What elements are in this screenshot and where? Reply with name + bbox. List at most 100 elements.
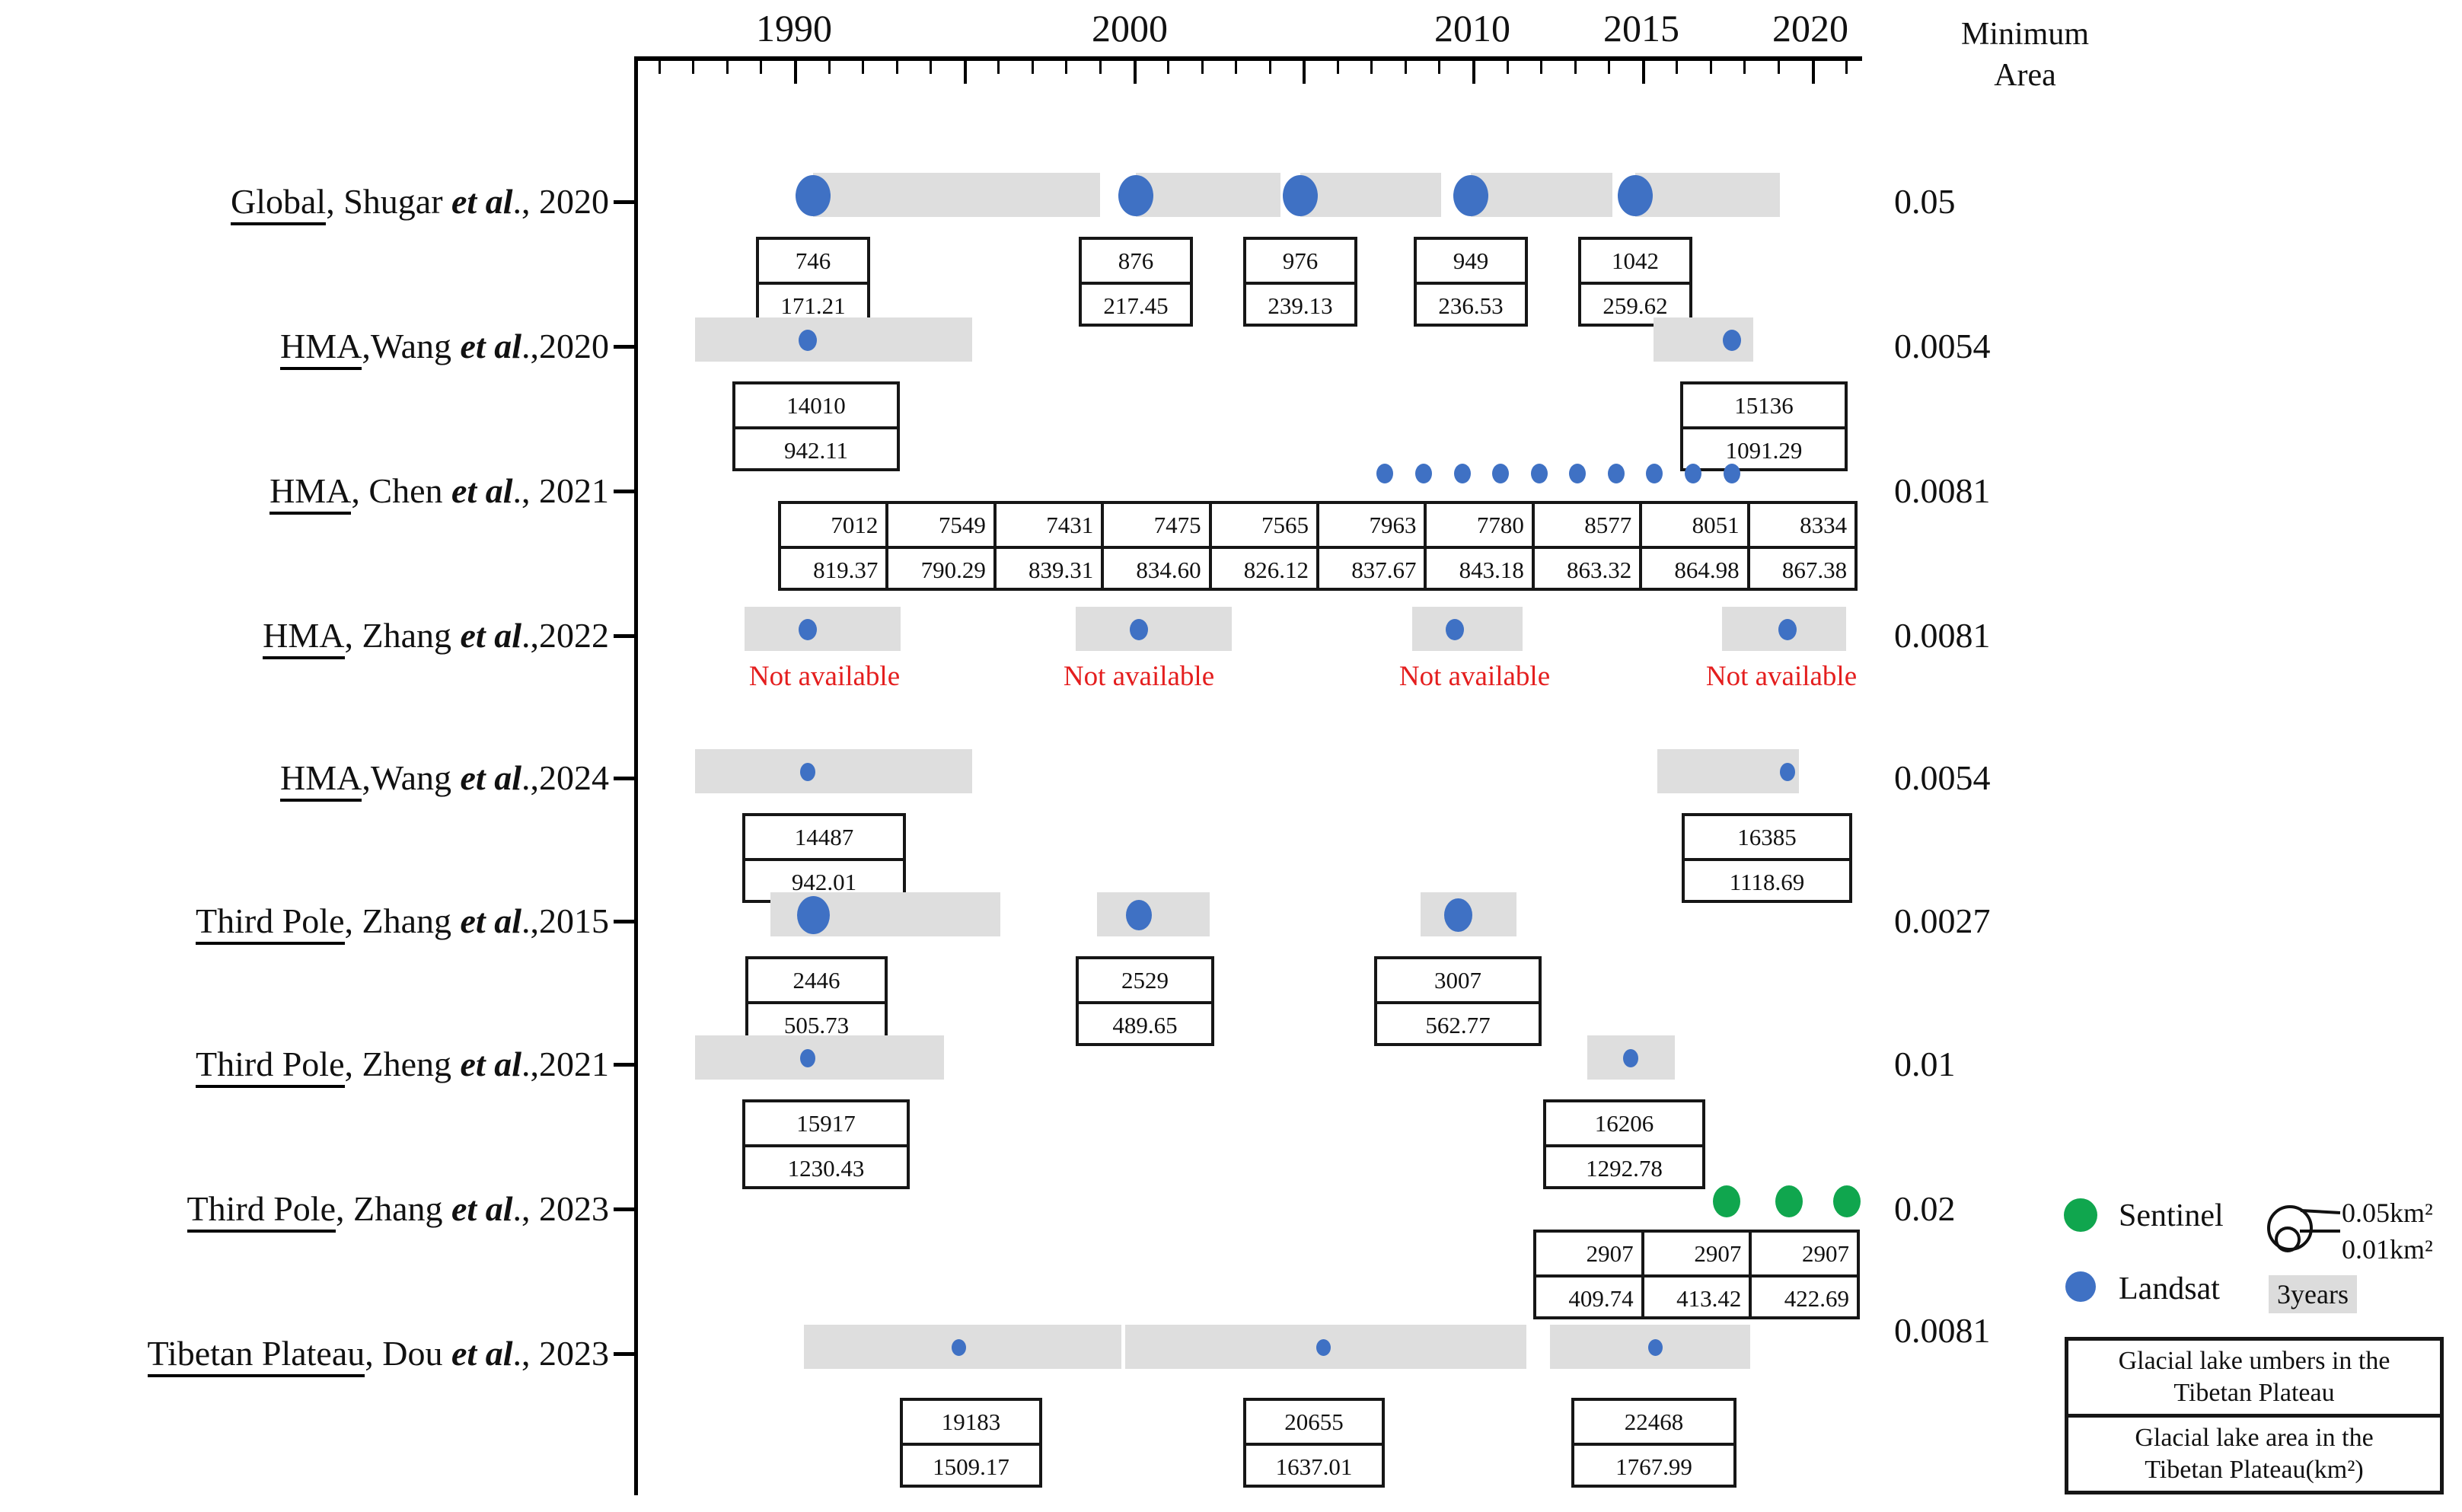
axis-tick-2014 [1608, 60, 1610, 74]
study-label: HMA, Zhang et al.,2022 [0, 612, 609, 659]
lake-area-value: 171.21 [759, 282, 867, 324]
lake-number-value: 7780 [1476, 512, 1524, 538]
lake-number-value: 2529 [1121, 967, 1169, 994]
axis-tick-2005 [1303, 60, 1306, 84]
study-etal-text: et al [460, 1045, 521, 1083]
minimum-area-header-line1: Minimum [1960, 17, 2090, 52]
landsat-data-dot [1780, 763, 1795, 781]
landsat-data-dot [1618, 175, 1653, 216]
time-window-band [695, 749, 972, 793]
landsat-data-dot [1316, 1339, 1331, 1356]
landsat-data-dot [800, 1049, 815, 1067]
study-label: Third Pole, Zhang et al.,2015 [0, 898, 609, 945]
study-tail-text: ., 2023 [512, 1189, 610, 1228]
landsat-data-dot [1608, 464, 1625, 483]
lake-area-value: 942.01 [745, 858, 903, 900]
min-area-value: 0.02 [1894, 1189, 1956, 1228]
study-tail-text: ., 2021 [512, 471, 610, 510]
not-available-note: Not available [1705, 661, 1858, 692]
axis-tick-2013 [1574, 60, 1577, 74]
lake-area-value: 826.12 [1211, 546, 1317, 588]
axis-tick-1998 [1065, 60, 1067, 74]
time-window-band [1300, 173, 1441, 217]
study-mid-text: , Zhang [336, 1189, 452, 1228]
study-region: HMA [280, 327, 362, 370]
time-window-band [695, 317, 972, 362]
study-label: Third Pole, Zhang et al., 2023 [0, 1185, 609, 1233]
lake-number-value: 8051 [1692, 512, 1740, 538]
study-etal-text: et al [460, 616, 521, 655]
min-area-value: 0.0081 [1894, 616, 1991, 655]
study-label: Global, Shugar et al., 2020 [0, 178, 609, 225]
lake-area-value: 217.45 [1082, 282, 1190, 324]
axis-tick-2010 [1472, 60, 1475, 84]
size-legend-large-label: 0.05km² [2342, 1198, 2433, 1228]
lake-number-value: 3007 [1434, 967, 1481, 994]
row-axis-tick [614, 777, 638, 780]
time-window-band [745, 607, 901, 651]
study-mid-text: , Zhang [344, 901, 461, 940]
landsat-data-dot [1778, 619, 1797, 640]
study-label: Tibetan Plateau, Dou et al., 2023 [0, 1330, 609, 1377]
lake-area-value: 1118.69 [1685, 858, 1849, 900]
not-available-note: Not available [1063, 661, 1215, 692]
axis-tick-1989 [760, 60, 762, 74]
landsat-data-dot [1453, 175, 1488, 216]
row-axis-tick [614, 200, 638, 204]
study-etal-text: et al [460, 327, 521, 365]
landsat-data-dot [1723, 330, 1741, 351]
study-region: HMA [280, 758, 362, 802]
lake-area-value: 1509.17 [903, 1443, 1039, 1485]
lake-area-value: 1091.29 [1683, 426, 1845, 468]
lake-area-value: 422.69 [1752, 1274, 1858, 1316]
landsat-data-dot [1283, 175, 1318, 216]
lake-area-value: 942.11 [735, 426, 897, 468]
study-mid-text: ,Wang [362, 327, 461, 365]
axis-tick-1995 [964, 60, 967, 84]
sentinel-legend-label: Sentinel [2119, 1198, 2224, 1233]
min-area-value: 0.0081 [1894, 471, 1991, 510]
study-region: Tibetan Plateau [147, 1334, 365, 1377]
axis-tick-2016 [1676, 60, 1678, 74]
time-window-band [1136, 173, 1280, 217]
value-column: 8051 864.98 [1639, 504, 1747, 588]
axis-tick-2012 [1540, 60, 1542, 74]
landsat-data-dot [951, 1339, 966, 1356]
study-mid-text: , Zhang [344, 616, 461, 655]
time-window-band [1635, 173, 1780, 217]
row-axis-tick [614, 1063, 638, 1067]
minimum-area-header: Minimum Area [1918, 14, 2132, 96]
axis-tick-2002 [1201, 60, 1204, 74]
lake-number-value: 2907 [1586, 1240, 1634, 1267]
landsat-legend-label: Landsat [2119, 1271, 2220, 1306]
lake-area-value: 864.98 [1642, 546, 1747, 588]
study-etal-text: et al [451, 1334, 513, 1373]
axis-tick-2011 [1507, 60, 1509, 74]
min-area-value: 0.0081 [1894, 1311, 1991, 1350]
study-region: Third Pole [187, 1189, 336, 1233]
time-window-band [1097, 892, 1210, 936]
landsat-data-dot [1569, 464, 1586, 483]
landsat-data-dot [1415, 464, 1432, 483]
study-tail-text: .,2015 [521, 901, 609, 940]
study-axis-line [634, 56, 638, 1495]
